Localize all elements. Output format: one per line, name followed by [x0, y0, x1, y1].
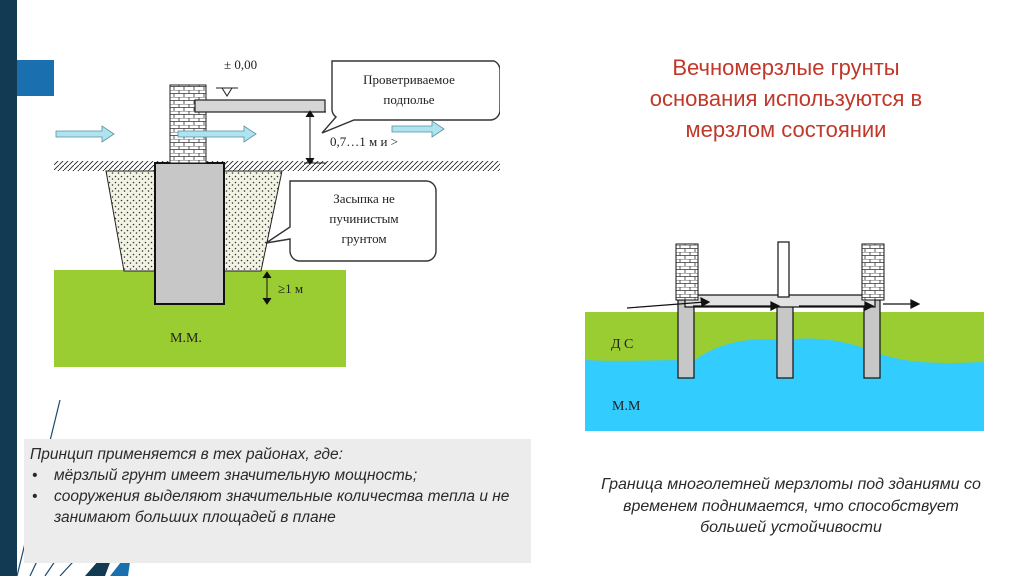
caption-text: Принцип применяется в тех районах, где: … [30, 444, 525, 528]
pile [154, 162, 225, 305]
caption-list: • мёрзлый грунт имеет значительную мощнос… [30, 465, 525, 528]
air-flow-arrows [55, 120, 445, 143]
callout-bottom-line3: грунтом [341, 231, 386, 246]
right-caption: Граница многолетней мерзлоты под зданиям… [601, 476, 981, 536]
caption-bullet-1: мёрзлый грунт имеет значительную мощност… [54, 467, 418, 484]
active-layer-label: Д С [611, 337, 633, 352]
callout-top-line2: подполье [383, 92, 434, 107]
callout-bottom-bubble [265, 180, 437, 262]
foundation-diagram: ± 0,00 Проветриваемое подполье 0,7…1 м и… [54, 55, 500, 367]
column-center [777, 241, 790, 298]
list-item: • сооружения выделяют значительные количе… [32, 486, 525, 528]
caption-intro: Принцип применяется в тех районах, где: [30, 446, 343, 463]
depth-dimension-label: ≥1 м [278, 281, 303, 296]
brick-column-1 [675, 243, 699, 301]
left-accent-tab [17, 60, 54, 96]
pile-right-3 [863, 299, 881, 379]
level-mark-label: ± 0,00 [224, 57, 257, 72]
caption-bullet-2: сооружения выделяют значительные количес… [54, 488, 510, 526]
list-item: • мёрзлый грунт имеет значительную мощнос… [32, 465, 525, 486]
slide-title: Вечномерзлые грунты основания используют… [649, 55, 923, 142]
callout-top-line1: Проветриваемое [363, 72, 455, 87]
pile-right-1 [677, 299, 695, 379]
ground-surface [54, 161, 500, 171]
brick-column-2 [861, 243, 885, 301]
air-flow-arrows-right [626, 296, 921, 311]
soil-label-right: М.М [612, 399, 641, 414]
callout-bottom-line2: пучинистым [329, 211, 398, 226]
caption-box [24, 439, 531, 563]
soil-label-left: М.М. [170, 331, 202, 346]
pile-right-2 [776, 299, 794, 379]
bullet-symbol: • [32, 467, 38, 484]
callout-top-bubble [321, 60, 500, 134]
left-decor-band [0, 0, 17, 576]
floor-slab [194, 99, 326, 113]
brick-plinth [169, 84, 207, 164]
permafrost-boundary-diagram: Д С М.М [585, 238, 984, 431]
bullet-symbol: • [32, 488, 38, 505]
callout-bottom-line1: Засыпка не [333, 191, 395, 206]
height-dimension-label: 0,7…1 м и > [330, 134, 398, 149]
